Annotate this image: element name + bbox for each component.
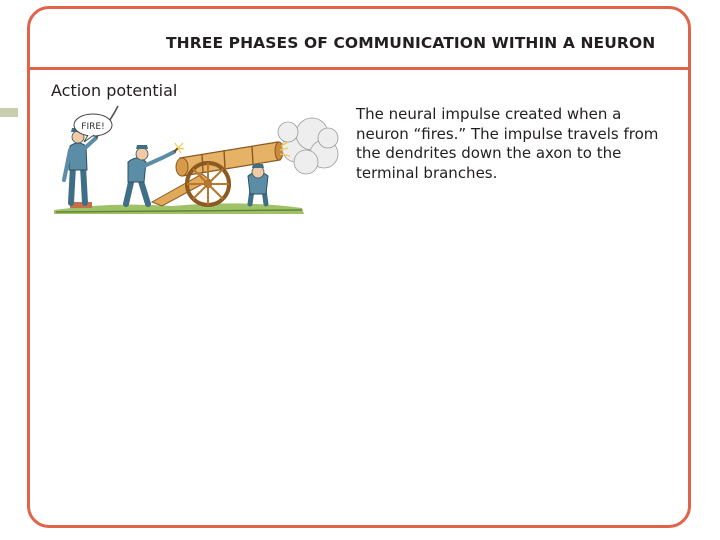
slide-title: THREE PHASES OF COMMUNICATION WITHIN A N… [166,34,656,52]
smoke-cloud [277,117,339,175]
section-label: Action potential [51,81,178,100]
cannon-firing-illustration: FIRE! [54,105,339,214]
speech-bubble-text: FIRE! [81,122,104,132]
speech-bubble: FIRE! [73,113,113,143]
crouching-soldier-figure [247,164,269,207]
gunner-figure [123,142,185,207]
cannon [150,141,284,207]
side-tab-marker [0,108,18,117]
description-text: The neural impulse created when a neuron… [356,105,659,182]
header-divider [30,67,688,70]
slide-frame [27,6,691,528]
